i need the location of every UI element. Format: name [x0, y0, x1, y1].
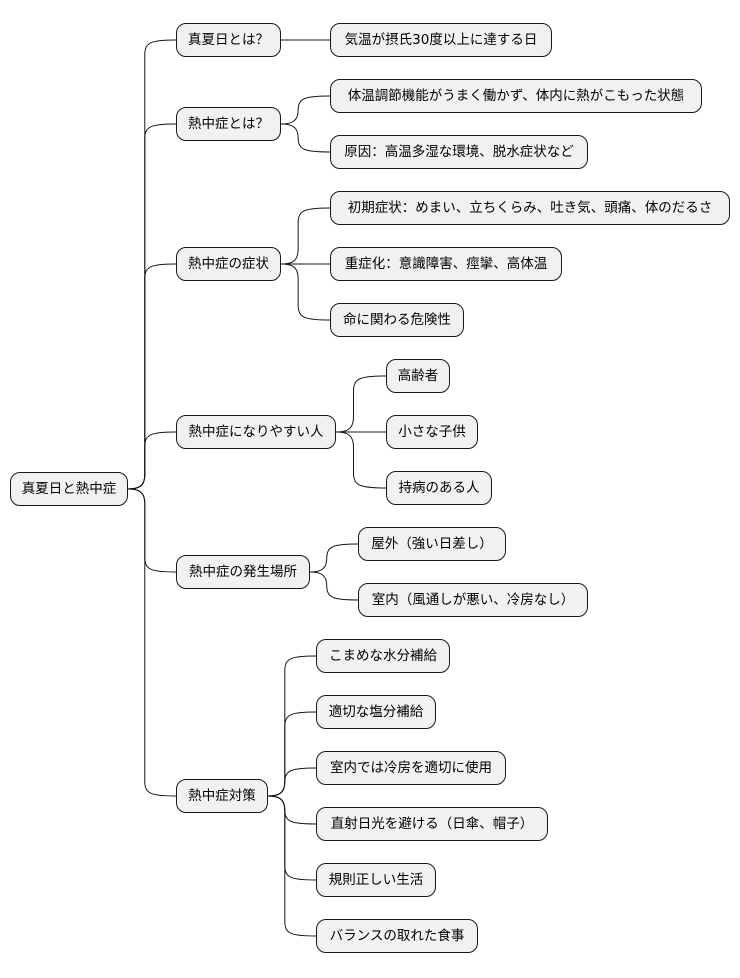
branch-locations: 熱中症の発生場所	[176, 555, 310, 589]
leaf-definition-1: 気温が摂氏30度以上に達する日	[330, 23, 552, 57]
connector-leaf-symptoms-1	[280, 207, 331, 265]
connector-root-branch-locations	[127, 488, 177, 573]
root-node: 真夏日と熱中症	[10, 472, 128, 506]
branch-definition: 真夏日とは？	[176, 23, 281, 57]
branch-symptoms: 熱中症の症状	[176, 247, 281, 281]
branch-countermeasures: 熱中症対策	[176, 779, 268, 813]
connector-leaf-heatstroke-definition-2	[280, 123, 331, 153]
connector-leaf-heatstroke-definition-1	[280, 95, 331, 125]
connector-leaf-symptoms-3	[280, 263, 331, 321]
leaf-heatstroke-definition-2: 原因：高温多湿な環境、脱水症状など	[330, 135, 588, 169]
connector-leaf-countermeasures-4	[267, 795, 317, 825]
connector-root-branch-symptoms	[127, 263, 177, 490]
connector-leaf-at-risk-1	[335, 375, 387, 433]
branch-heatstroke-definition: 熱中症とは？	[176, 107, 281, 141]
leaf-locations-1: 屋外（強い日差し）	[358, 527, 506, 561]
connector-leaf-countermeasures-1	[267, 655, 317, 797]
connector-root-branch-at-risk	[127, 431, 177, 490]
leaf-symptoms-3: 命に関わる危険性	[330, 303, 464, 337]
leaf-countermeasures-4: 直射日光を避ける（日傘、帽子）	[316, 807, 548, 841]
leaf-at-risk-2: 小さな子供	[386, 415, 478, 449]
connector-leaf-locations-1	[309, 543, 359, 573]
connector-leaf-countermeasures-2	[267, 711, 317, 797]
branch-at-risk: 熱中症になりやすい人	[176, 415, 336, 449]
leaf-countermeasures-5: 規則正しい生活	[316, 863, 436, 897]
leaf-countermeasures-6: バランスの取れた食事	[316, 919, 478, 953]
connector-leaf-countermeasures-5	[267, 795, 317, 881]
connector-root-branch-countermeasures	[127, 488, 177, 797]
connector-leaf-countermeasures-6	[267, 795, 317, 937]
leaf-countermeasures-2: 適切な塩分補給	[316, 695, 436, 729]
connector-leaf-locations-2	[309, 571, 359, 601]
leaf-symptoms-2: 重症化：意識障害、痙攣、高体温	[330, 247, 562, 281]
leaf-at-risk-3: 持病のある人	[386, 471, 492, 505]
connector-leaf-at-risk-3	[335, 431, 387, 489]
leaf-symptoms-1: 初期症状：めまい、立ちくらみ、吐き気、頭痛、体のだるさ	[330, 191, 730, 225]
leaf-heatstroke-definition-1: 体温調節機能がうまく働かず、体内に熱がこもった状態	[330, 79, 702, 113]
leaf-countermeasures-3: 室内では冷房を適切に使用	[316, 751, 506, 785]
leaf-countermeasures-1: こまめな水分補給	[316, 639, 450, 673]
leaf-locations-2: 室内（風通しが悪い、冷房なし）	[358, 583, 588, 617]
leaf-at-risk-1: 高齢者	[386, 359, 450, 393]
connector-leaf-countermeasures-3	[267, 767, 317, 797]
